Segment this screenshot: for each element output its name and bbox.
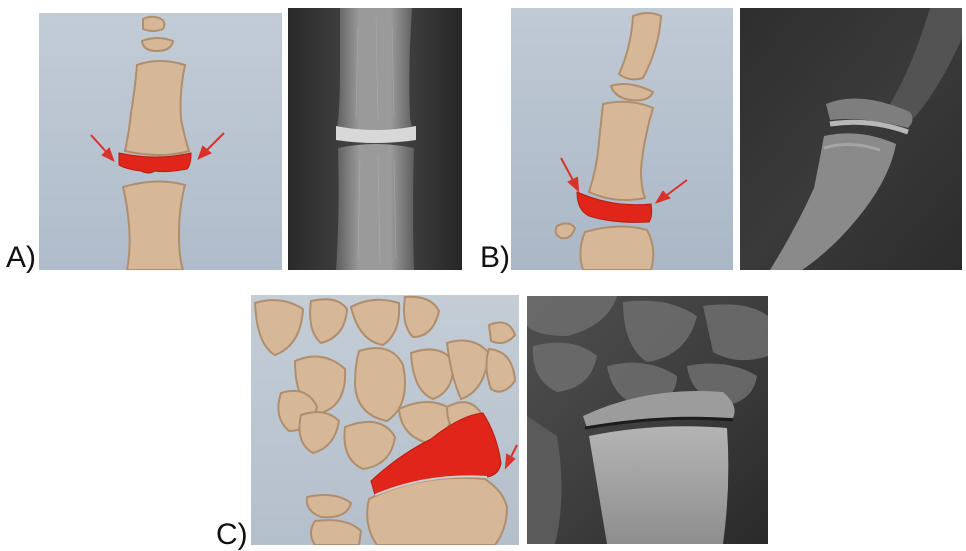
label-b: B) bbox=[480, 243, 510, 273]
radiograph-b bbox=[740, 8, 962, 270]
proximal-phalanx bbox=[580, 226, 653, 270]
illustration-b bbox=[511, 8, 733, 270]
distal-phalanx bbox=[143, 17, 164, 31]
label-c: C) bbox=[216, 520, 248, 550]
illustration-c bbox=[251, 295, 519, 545]
proximal-phalanx bbox=[123, 181, 185, 270]
radiograph-a bbox=[288, 8, 462, 270]
illustration-a bbox=[39, 13, 282, 270]
radiograph-c bbox=[527, 296, 768, 544]
label-a: A) bbox=[6, 243, 36, 273]
